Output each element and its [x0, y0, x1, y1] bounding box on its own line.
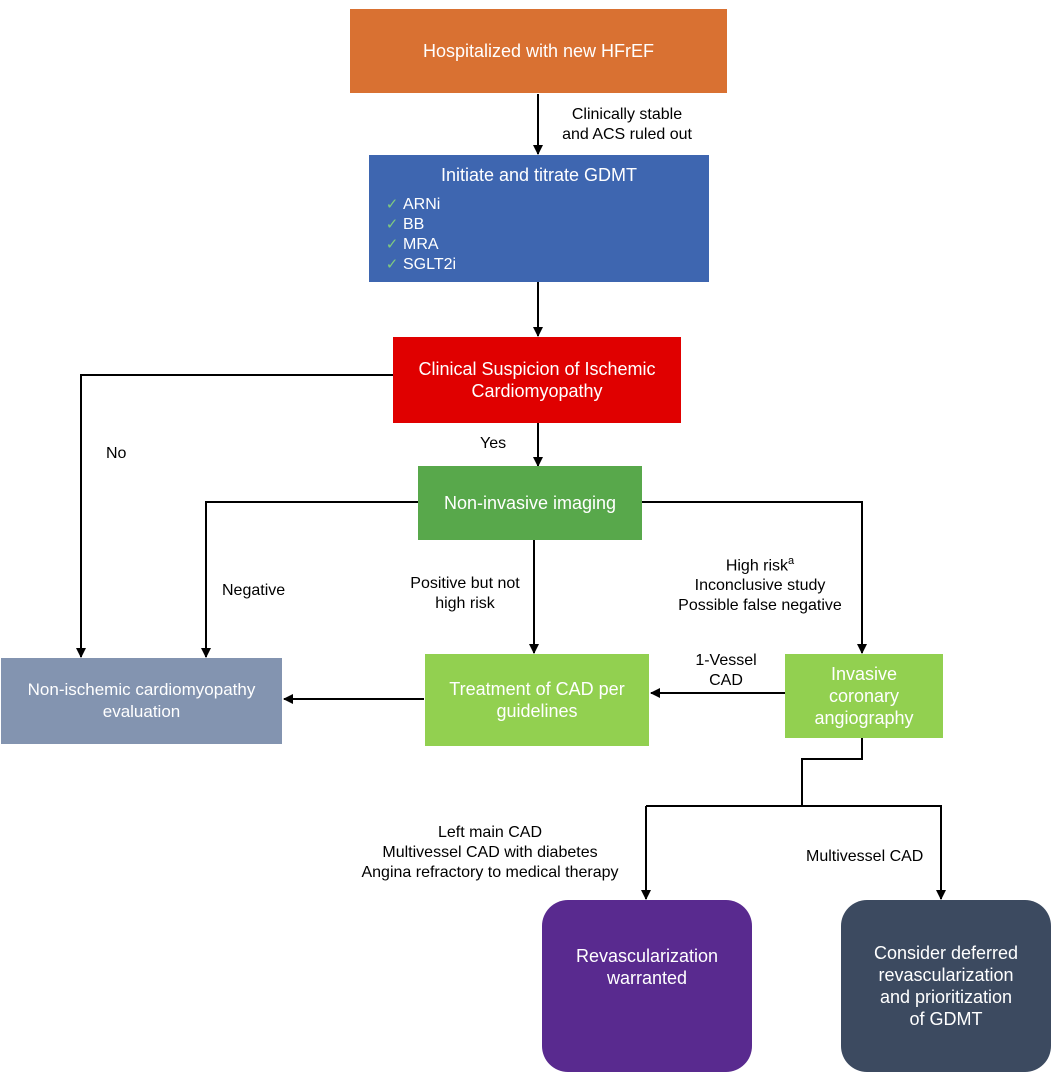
node-revascularization-warranted: Revascularization warranted [542, 900, 752, 1072]
gdmt-item-arni: ✓ARNi [369, 195, 456, 215]
label-clinically-stable: Clinically stable and ACS ruled out [562, 106, 692, 143]
gdmt-item-bb: ✓BB [369, 215, 456, 235]
check-icon: ✓ [385, 236, 399, 253]
node-gdmt-title: Initiate and titrate GDMT [440, 165, 638, 185]
node-non-invasive-imaging: Non-invasive imaging [418, 466, 642, 540]
node-invasive-angiography: Invasive coronary angiography [785, 654, 943, 738]
check-icon: ✓ [385, 256, 399, 273]
node-initiate-gdmt: Initiate and titrate GDMT ✓ARNi ✓BB ✓MRA… [369, 155, 709, 282]
label-positive-not-high-risk: Positive but not high risk [410, 575, 520, 612]
node-consider-deferred: Consider deferred revascularization and … [841, 900, 1051, 1072]
label-negative: Negative [222, 582, 286, 599]
edge-angiography-split [801, 738, 863, 806]
edge-suspicion-no-to-non-ischemic [76, 374, 393, 658]
edge-split-to-deferred [646, 805, 946, 900]
gdmt-item-mra: ✓MRA [369, 235, 456, 255]
gdmt-checklist: ✓ARNi ✓BB ✓MRA ✓SGLT2i [369, 195, 456, 275]
label-high-risk: High riska [725, 555, 795, 575]
node-non-ischemic-evaluation: Non-ischemic cardiomyopathy evaluation [1, 658, 282, 744]
label-no: No [106, 445, 127, 462]
label-yes: Yes [480, 435, 507, 452]
node-treatment-cad: Treatment of CAD per guidelines [425, 654, 649, 746]
edge-imaging-negative-to-non-ischemic [201, 501, 418, 658]
edge-imaging-high-risk-to-angiography [642, 501, 867, 654]
label-one-vessel-cad: 1-Vessel CAD [695, 652, 757, 689]
check-icon: ✓ [385, 216, 399, 233]
label-revasc-criteria: Left main CAD Multivessel CAD with diabe… [361, 824, 619, 881]
node-hospitalized-hfref: Hospitalized with new HFrEF [350, 9, 727, 93]
gdmt-item-sglt2i: ✓SGLT2i [369, 255, 456, 275]
label-high-risk-criteria: High riska Inconclusive study Possible f… [667, 551, 853, 616]
node-hospitalized-text: Hospitalized with new HFrEF [422, 41, 655, 61]
label-multivessel-cad: Multivessel CAD [806, 848, 924, 865]
check-icon: ✓ [385, 196, 399, 213]
node-clinical-suspicion: Clinical Suspicion of Ischemic Cardiomyo… [393, 337, 681, 423]
